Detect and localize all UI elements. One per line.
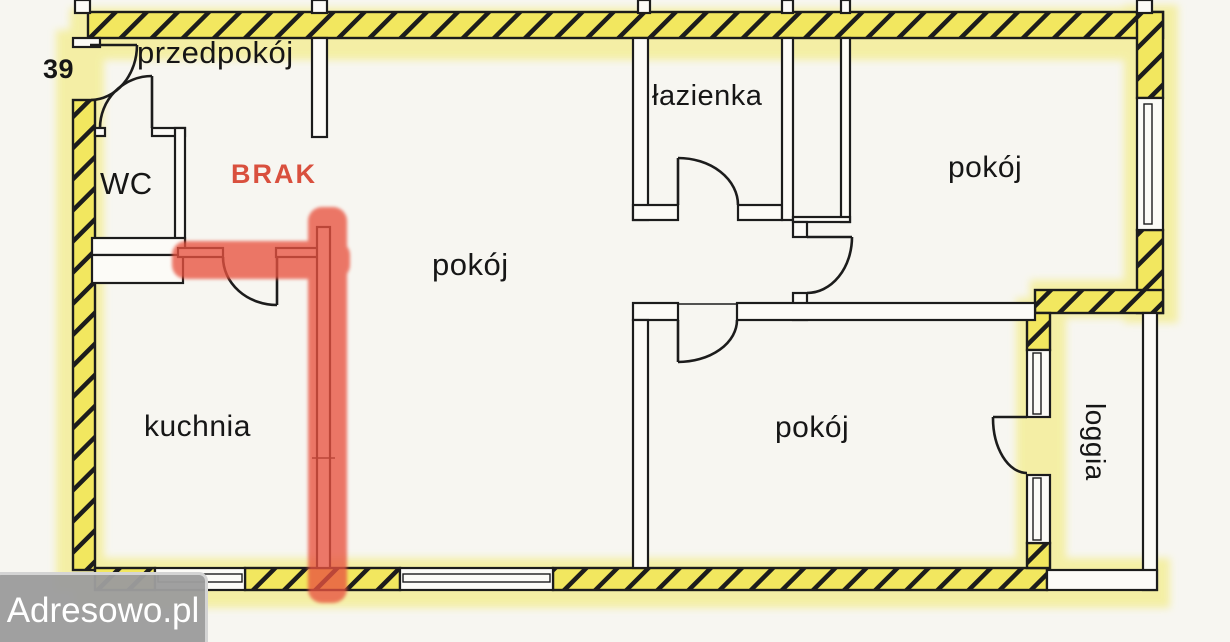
center-room-window — [398, 566, 555, 592]
room-label-top-right: pokój — [948, 151, 1023, 184]
room-label-bottom-right: pokój — [775, 411, 850, 444]
loggia-window-lower — [1025, 473, 1052, 545]
interior-walls — [71, 36, 1037, 570]
adresowo-watermark: Adresowo.pl — [0, 572, 208, 642]
top-right-room-window — [1135, 96, 1165, 232]
watermark-text: Adresowo.pl — [6, 591, 200, 630]
wall-stubs — [73, 0, 1154, 15]
bathroom-door — [676, 156, 740, 206]
room-label-hall: przedpokój — [137, 35, 294, 70]
loggia-window-upper — [1025, 348, 1052, 419]
room-label-wc: WC — [100, 166, 153, 201]
loggia-boundary — [1045, 311, 1159, 592]
bottom-room-door — [676, 303, 739, 364]
room-label-kitchen: kuchnia — [144, 410, 251, 443]
loggia-door — [991, 415, 1028, 475]
annotation-brak-label: BRAK — [231, 159, 317, 189]
room-label-loggia: loggia — [1080, 403, 1111, 481]
outer-walls — [71, 10, 1165, 592]
top-right-room-door — [806, 235, 854, 295]
red-highlighter-layer — [172, 207, 350, 603]
wc-door — [98, 74, 154, 129]
room-label-bathroom: łazienka — [652, 80, 763, 112]
room-label-center: pokój — [432, 247, 509, 282]
apartment-number-label: 39 — [43, 54, 75, 84]
